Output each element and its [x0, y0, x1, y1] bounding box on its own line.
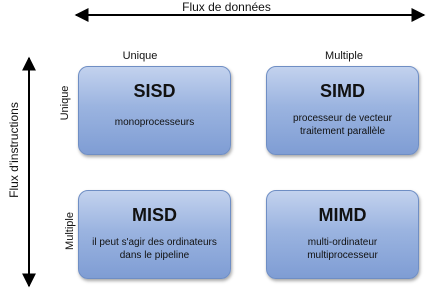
quadrant-title: SIMD — [320, 81, 365, 101]
quadrant-title: MISD — [132, 205, 177, 225]
quadrant-description: multi-ordinateur multiprocesseur — [267, 236, 418, 262]
quadrant-misd: MISD il peut s'agir des ordinateurs dans… — [78, 190, 231, 279]
quadrant-description-line: multiprocesseur — [307, 250, 378, 261]
quadrant-description-line: monoprocesseurs — [114, 117, 195, 128]
quadrant-description-line: il peut s'agir des ordinateurs — [92, 237, 217, 248]
quadrant-title: MIMD — [318, 205, 367, 225]
vertical-axis-title: Flux d'instructions — [7, 102, 21, 198]
row-label-multiple: Multiple — [64, 212, 76, 250]
column-label-unique: Unique — [122, 50, 158, 62]
quadrant-description-line: multi-ordinateur — [307, 237, 378, 248]
horizontal-axis-title: Flux de données — [182, 0, 271, 14]
quadrant-description-line: processeur de vecteur — [293, 113, 392, 124]
quadrant-description-line: traitement parallèle — [299, 126, 386, 137]
quadrant-mimd: MIMD multi-ordinateur multiprocesseur — [266, 190, 419, 279]
row-label-unique: Unique — [59, 85, 71, 121]
column-label-multiple: Multiple — [325, 50, 363, 62]
quadrant-title: SISD — [133, 81, 176, 101]
quadrant-description: il peut s'agir des ordinateurs dans le p… — [79, 236, 230, 262]
quadrant-description: processeur de vecteur traitement parallè… — [267, 112, 418, 138]
quadrant-description-line: dans le pipeline — [119, 250, 190, 261]
quadrant-sisd: SISD monoprocesseurs — [78, 66, 231, 155]
quadrant-simd: SIMD processeur de vecteur traitement pa… — [266, 66, 419, 155]
